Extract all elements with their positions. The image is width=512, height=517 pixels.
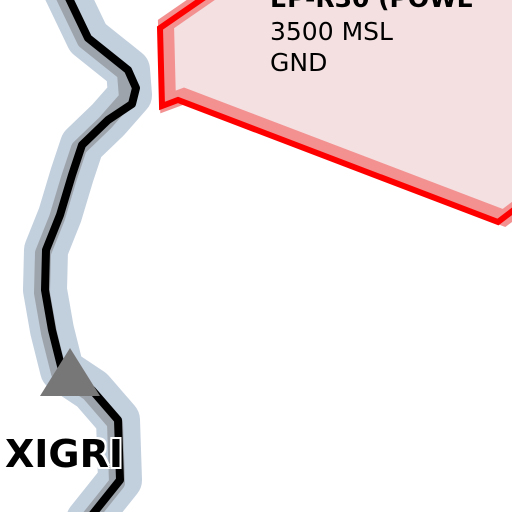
airspace-upper-limit: 3500 MSL — [270, 17, 393, 46]
airspace-name: EP-R30 (POWE — [270, 0, 474, 14]
waypoint-label[interactable]: XIGRI — [5, 432, 124, 476]
restricted-area[interactable] — [160, 0, 512, 222]
restricted-area-border — [156, 0, 512, 226]
triangle-icon[interactable] — [40, 348, 100, 396]
airspace-lower-limit: GND — [270, 48, 328, 77]
border-line — [41, 0, 140, 517]
